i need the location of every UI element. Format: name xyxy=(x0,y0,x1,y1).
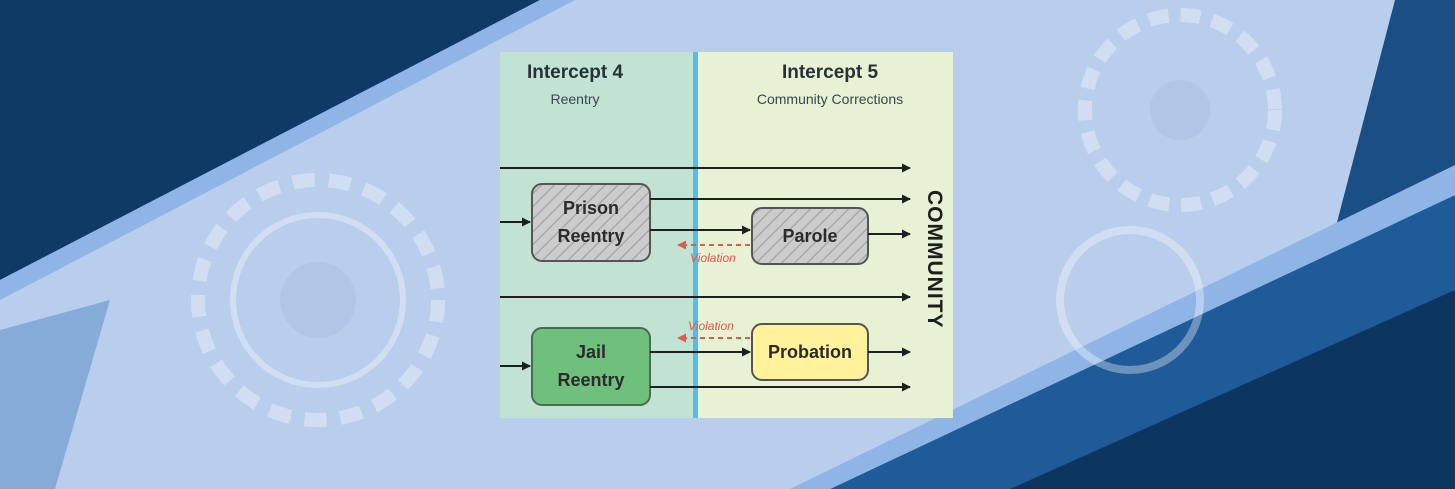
jail-reentry-label-line1: Jail xyxy=(576,342,606,362)
jail-reentry-box xyxy=(531,327,651,406)
probation-label: Probation xyxy=(768,342,852,362)
divider-line xyxy=(693,52,698,418)
parole-box xyxy=(751,207,869,265)
prison-reentry-label-line1: Prison xyxy=(563,198,619,218)
intercept5-subtitle: Community Corrections xyxy=(757,91,903,107)
blue-wedge-bottom-left xyxy=(0,300,110,489)
light-stripe-top-left xyxy=(0,0,575,300)
violation-label-lower: Violation xyxy=(688,319,734,333)
parole-label: Parole xyxy=(782,226,837,246)
gear-watermark-icon xyxy=(191,8,1282,427)
intercept-diagram: Intercept 4 Reentry Intercept 5 Communit… xyxy=(500,52,953,418)
intercept5-title: Intercept 5 xyxy=(782,62,879,83)
jail-reentry-label-line2: Reentry xyxy=(557,370,624,390)
prison-reentry-label-line2: Reentry xyxy=(557,226,624,246)
navy-corner-bottom-right xyxy=(1010,290,1455,489)
light-stripe-bottom-right xyxy=(790,165,1455,489)
navy-corner-right xyxy=(1335,0,1455,230)
community-label: COMMUNITY xyxy=(923,190,946,329)
prison-reentry-box xyxy=(531,183,651,262)
violation-label-upper: Violation xyxy=(690,251,736,265)
intercept4-subtitle: Reentry xyxy=(550,91,599,107)
intercept4-title: Intercept 4 xyxy=(527,62,624,83)
